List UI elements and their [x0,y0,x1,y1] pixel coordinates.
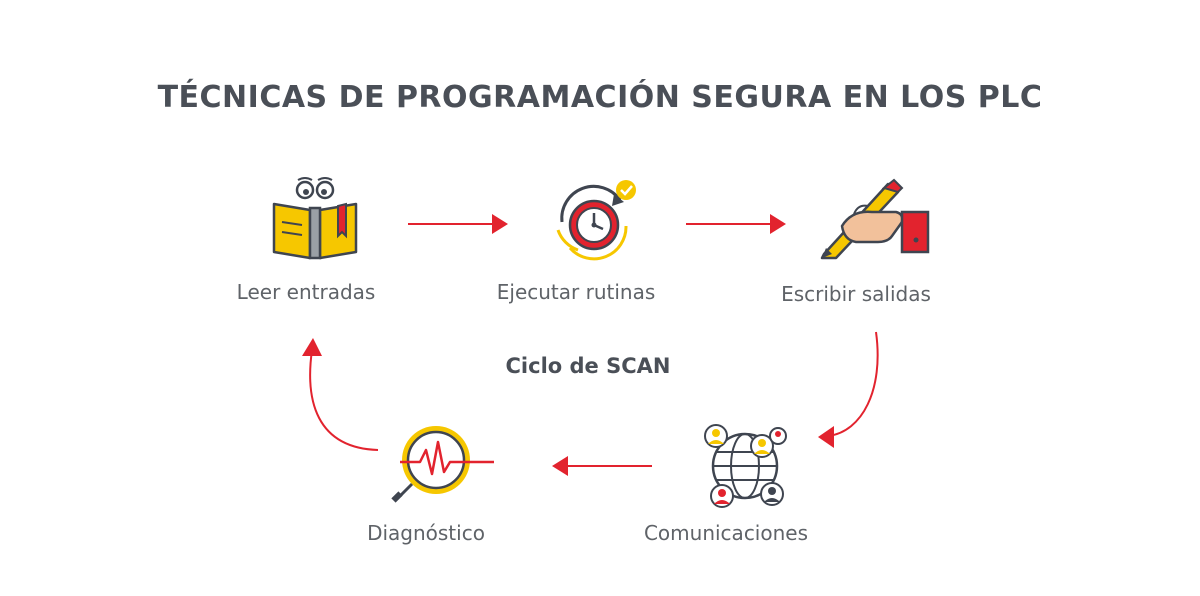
book-with-eyes-icon [272,177,358,260]
globe-network-users-icon [704,424,787,508]
step-label-escribir-salidas: Escribir salidas [781,282,931,306]
arrow-diagnostico-to-leer [302,338,379,451]
arrow-leer-to-ejecutar [408,214,508,234]
arrow-escribir-to-comunicaciones [818,331,879,448]
page-title: TÉCNICAS DE PROGRAMACIÓN SEGURA EN LOS P… [157,80,1043,115]
clock-cycle-icon [556,180,636,261]
hand-writing-pen-icon [820,178,930,260]
step-label-leer-entradas: Leer entradas [236,280,376,304]
step-label-comunicaciones: Comunicaciones [643,521,809,545]
step-label-ejecutar-rutinas: Ejecutar rutinas [496,280,656,304]
arrow-ejecutar-to-escribir [686,214,786,234]
step-label-diagnostico: Diagnóstico [367,521,485,545]
cycle-center-label: Ciclo de SCAN [505,354,671,378]
arrow-comunicaciones-to-diagnostico [552,456,652,476]
magnifier-heartbeat-icon [391,426,494,503]
